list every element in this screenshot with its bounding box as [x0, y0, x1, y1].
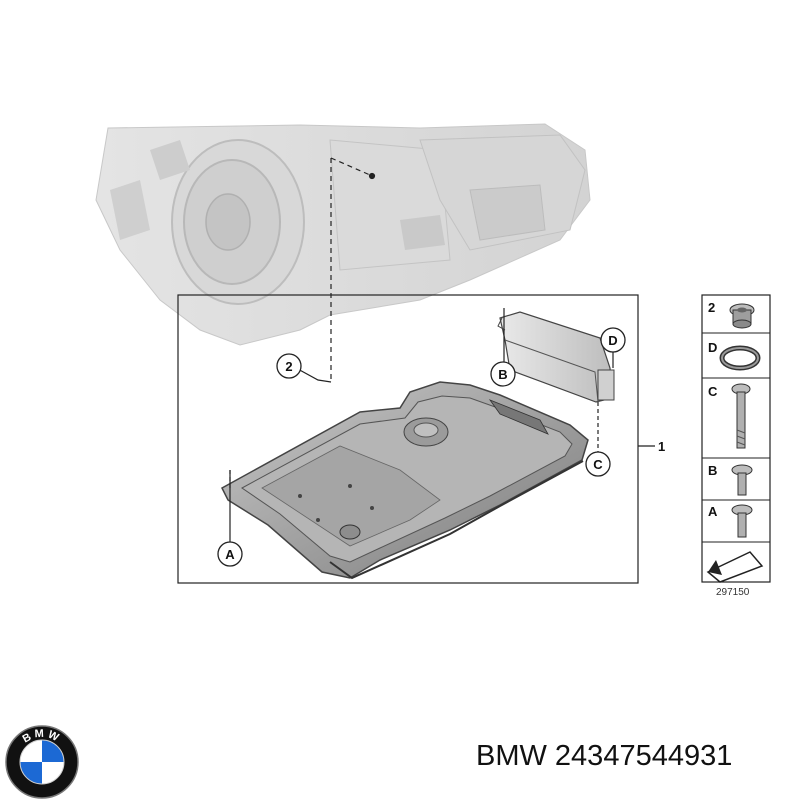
group-frame	[177, 294, 639, 584]
callout-a: A	[217, 541, 243, 567]
callout-1-label: 1	[658, 439, 665, 454]
callout-d: D	[600, 327, 626, 353]
part-number-caption: BMW 24347544931	[476, 740, 733, 772]
direction-arrow-icon	[706, 551, 764, 583]
sealing-ring-icon	[719, 345, 761, 371]
svg-text:BMW: BMW	[21, 728, 64, 746]
side-label-a: A	[708, 504, 718, 519]
short-bolt-icon	[731, 464, 753, 496]
oil-filter	[497, 311, 615, 403]
callout-c: C	[585, 451, 611, 477]
svg-text:A: A	[225, 547, 235, 562]
callout-b: B	[490, 361, 516, 387]
leader-lines	[229, 157, 614, 542]
long-bolt-icon	[731, 383, 751, 449]
oil-pan	[221, 381, 589, 580]
side-label-c: C	[708, 384, 718, 399]
svg-text:B: B	[498, 367, 507, 382]
side-label-b: B	[708, 463, 717, 478]
bolt-icon	[731, 504, 753, 538]
callout-2: 2	[276, 353, 302, 379]
drawing-number: 297150	[716, 587, 750, 598]
transmission-housing	[95, 123, 591, 346]
svg-text:D: D	[608, 333, 617, 348]
side-label-2: 2	[708, 300, 715, 315]
side-label-d: D	[708, 340, 717, 355]
drain-plug-icon	[729, 303, 755, 329]
bmw-logo: BMW	[5, 725, 79, 799]
svg-text:2: 2	[285, 359, 292, 374]
side-parts-panel: 2 D C B A	[701, 294, 771, 583]
svg-text:C: C	[593, 457, 603, 472]
